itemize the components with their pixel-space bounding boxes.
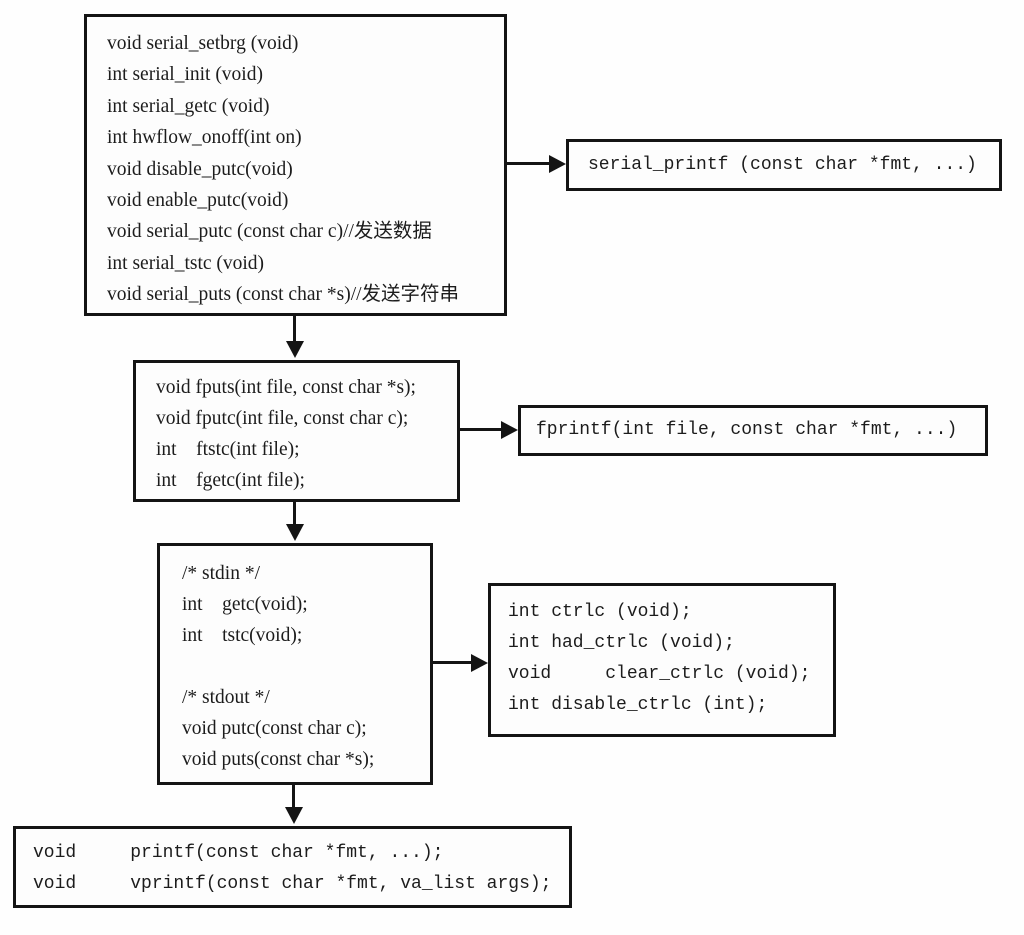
code-line: int fgetc(int file);: [156, 470, 305, 491]
code-line: void vprintf(const char *fmt, va_list ar…: [33, 874, 552, 894]
serial-functions-box: void serial_setbrg (void) int serial_ini…: [84, 14, 507, 316]
code-line: int serial_init (void): [107, 64, 263, 86]
code-line: void serial_setbrg (void): [107, 33, 299, 54]
code-line: void fputs(int file, const char *s);: [156, 377, 416, 398]
arrow-right-icon: [433, 653, 488, 672]
code-line: fprintf(int file, const char *fmt, ...): [536, 420, 958, 440]
printf-functions-box: void printf(const char *fmt, ...); void …: [13, 826, 572, 908]
code-line: void serial_puts (const char *s)//发送字符串: [107, 284, 460, 306]
code-line: /* stdin */: [182, 563, 261, 584]
code-line: serial_printf (const char *fmt, ...): [588, 154, 977, 175]
code-line: void clear_ctrlc (void);: [508, 664, 811, 684]
code-line: int serial_tstc (void): [107, 252, 265, 274]
stdio-functions-box: /* stdin */ int getc(void); int tstc(voi…: [157, 543, 433, 785]
arrow-down-icon: [284, 785, 303, 824]
code-line: int had_ctrlc (void);: [508, 633, 735, 653]
code-line: int getc(void);: [182, 594, 308, 615]
code-line: void enable_putc(void): [107, 190, 289, 212]
code-line: int ftstc(int file);: [156, 439, 300, 460]
code-line: void fputc(int file, const char c);: [156, 408, 409, 429]
file-io-functions-box: void fputs(int file, const char *s); voi…: [133, 360, 460, 502]
code-line: void puts(const char *s);: [182, 749, 375, 770]
code-line: int tstc(void);: [182, 625, 303, 646]
code-line: void serial_putc (const char c)//发送数据: [107, 221, 432, 243]
code-line: int ctrlc (void);: [508, 602, 692, 622]
code-line: int disable_ctrlc (int);: [508, 695, 768, 715]
code-line: /* stdout */: [182, 687, 270, 708]
ctrlc-functions-box: int ctrlc (void); int had_ctrlc (void); …: [488, 583, 836, 737]
arrow-down-icon: [285, 502, 304, 541]
serial-printf-box: serial_printf (const char *fmt, ...): [566, 139, 1002, 191]
code-line: int serial_getc (void): [107, 95, 270, 117]
code-line: [182, 651, 426, 682]
arrow-right-icon: [507, 154, 566, 173]
fprintf-box: fprintf(int file, const char *fmt, ...): [518, 405, 988, 456]
arrow-down-icon: [285, 316, 304, 358]
code-line: int hwflow_onoff(int on): [107, 127, 302, 149]
arrow-right-icon: [460, 420, 518, 439]
code-line: void disable_putc(void): [107, 158, 293, 180]
code-line: void putc(const char c);: [182, 718, 367, 739]
code-line: void printf(const char *fmt, ...);: [33, 843, 444, 863]
